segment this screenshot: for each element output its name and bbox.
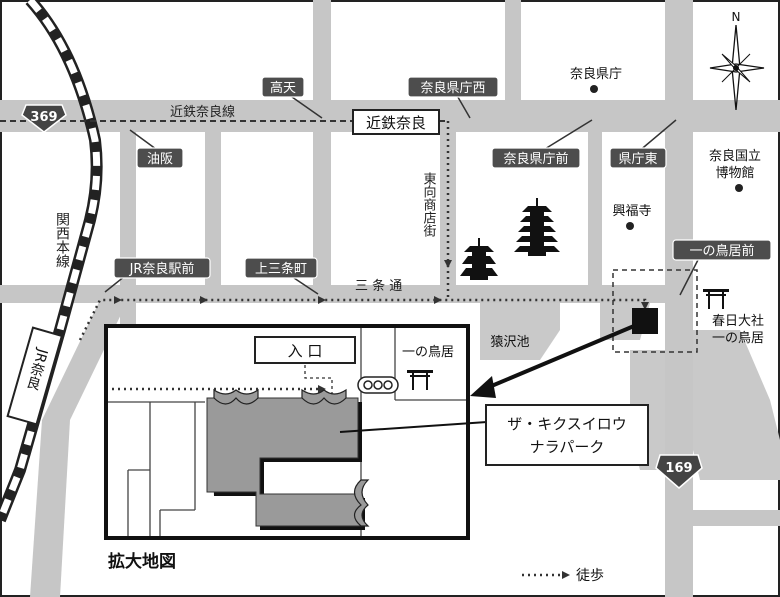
kintetsu-line-label: 近鉄奈良線 — [170, 104, 235, 120]
legend-walk — [522, 571, 570, 579]
bus-stop-badges — [113, 76, 772, 279]
route-369-label: 369 — [30, 110, 57, 125]
compass-north-label: N — [732, 10, 741, 24]
bus-stop-kencho-higashi: 県庁東 — [618, 151, 657, 167]
sarusawa-ike-label: 猿沢池 — [490, 335, 529, 350]
bus-stop-kami-sanjo: 上三条町 — [255, 261, 307, 277]
zoom-arrow-head — [470, 376, 496, 398]
kofukuji-label: 興福寺 — [612, 204, 651, 219]
higashimuki-label: 東向商店街 — [421, 171, 437, 237]
kansai-line-label: 関西本線 — [54, 212, 70, 268]
five-story-pagoda-icon — [514, 198, 560, 256]
nara-museum-label-1: 奈良国立 — [709, 148, 761, 164]
three-story-pagoda-icon — [460, 238, 498, 280]
nara-museum-label-2: 博物館 — [715, 166, 754, 181]
kofukuji-dot — [626, 222, 634, 230]
legend-walk-label: 徒歩 — [576, 568, 604, 584]
zoom-arrow-line — [481, 324, 635, 392]
nara-museum-dot — [735, 184, 743, 192]
inset-map-title: 拡大地図 — [108, 551, 176, 572]
hotel-name-line1: ザ・キクスイロウ — [507, 415, 627, 433]
jr-nara-box — [6, 326, 64, 426]
bus-stop-aburasaka: 油阪 — [147, 152, 173, 167]
inset-torii-label: 一の鳥居 — [402, 345, 454, 360]
bus-stop-nara-kencho-mae: 奈良県庁前 — [503, 151, 568, 167]
inset-entrance-path — [304, 365, 333, 396]
kintetsu-nara-station-box — [352, 109, 440, 135]
kasuga-torii-label-2: 一の鳥居 — [712, 331, 764, 346]
hotel-location-marker — [632, 308, 658, 334]
kintetsu-nara-station-label: 近鉄奈良 — [366, 114, 426, 132]
nara-kencho-dot — [590, 85, 598, 93]
inset-entrance-box — [254, 336, 356, 364]
hotel-name-line2: ナラパーク — [530, 438, 605, 456]
walking-route-arrows — [114, 260, 649, 310]
kasuga-torii-label-1: 春日大社 — [712, 313, 764, 329]
callout-leader — [339, 421, 488, 433]
hotel-building — [206, 388, 370, 530]
bus-stop-nara-kencho-nishi: 奈良県庁西 — [420, 80, 485, 96]
location-dashed-box — [612, 269, 698, 353]
torii-icon — [703, 289, 729, 309]
route-169-shield — [655, 454, 703, 489]
bus-stop-ichinotorii-mae: 一の鳥居前 — [689, 243, 754, 259]
route-369-shield — [21, 104, 67, 133]
inset-entrance-label: 入 口 — [288, 342, 323, 360]
compass-rose-icon: N — [709, 10, 765, 111]
inset-torii-icon — [407, 370, 433, 390]
nara-kencho-label: 奈良県庁 — [570, 66, 622, 82]
inset-walking-arrow — [318, 385, 326, 393]
route-169-label: 169 — [665, 461, 692, 476]
jr-railway — [0, 0, 103, 523]
bus-stop-takama: 高天 — [270, 80, 296, 96]
sanjo-dori-label: 三 条 通 — [355, 278, 402, 294]
bus-stop-jr-nara-ekimae: JR奈良駅前 — [129, 261, 195, 277]
hotel-callout-box — [485, 404, 649, 466]
